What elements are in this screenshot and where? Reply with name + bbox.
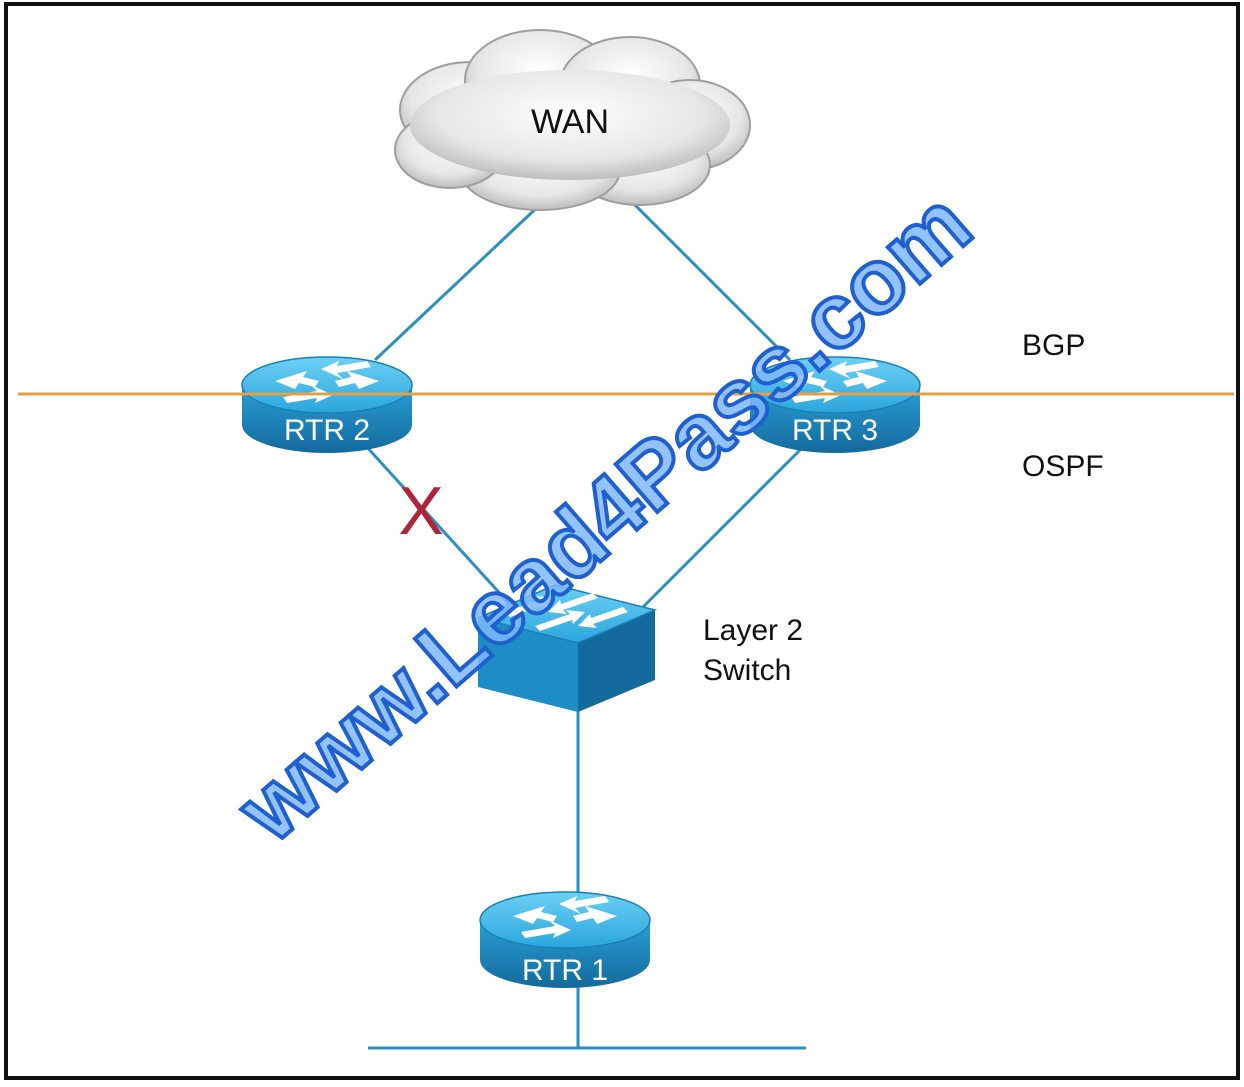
- link-failure-mark: X: [398, 473, 443, 549]
- wan-label: WAN: [531, 103, 609, 141]
- router-rtr2: RTR 2: [241, 356, 413, 453]
- switch-label-line1: Layer 2: [703, 614, 803, 647]
- link-wan-rtr2: [373, 198, 547, 362]
- zone-label-ospf: OSPF: [1022, 450, 1104, 483]
- link-wan-rtr3: [623, 193, 792, 362]
- rtr2-label: RTR 2: [284, 414, 370, 447]
- router-rtr3: RTR 3: [749, 356, 921, 453]
- link-rtr2-switch: [363, 443, 517, 612]
- switch-arrows-icon: [505, 593, 628, 631]
- rtr1-label: RTR 1: [522, 954, 608, 987]
- links: [363, 193, 807, 1050]
- link-rtr3-switch: [638, 443, 807, 612]
- wan-cloud: WAN: [394, 29, 751, 211]
- rtr3-label: RTR 3: [792, 414, 878, 447]
- switch-label-line2: Switch: [703, 654, 791, 687]
- layer2-switch: [475, 584, 658, 712]
- zone-label-bgp: BGP: [1022, 329, 1085, 362]
- router-rtr1: RTR 1: [479, 891, 651, 988]
